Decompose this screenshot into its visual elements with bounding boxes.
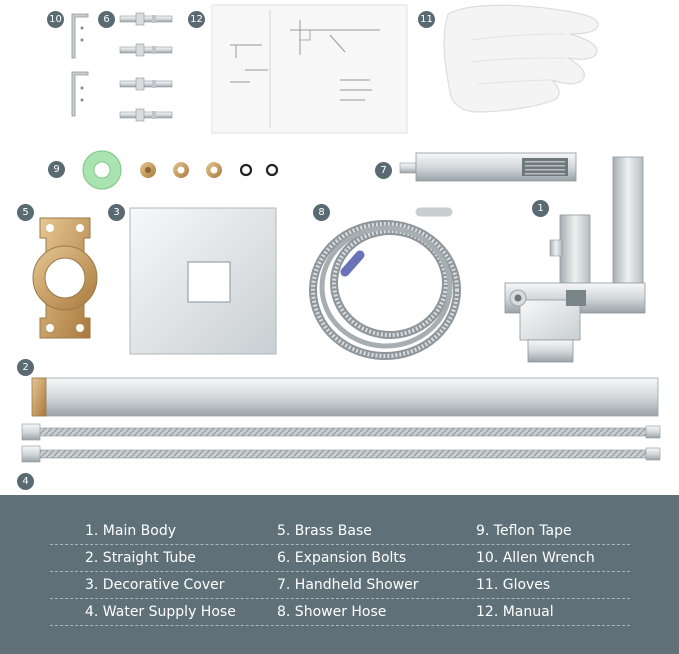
badge-5: 5	[17, 204, 34, 221]
legend-divider	[50, 598, 630, 599]
water-supply-hoses	[21, 423, 661, 463]
legend-item-brass-base: 5. Brass Base	[277, 523, 372, 539]
badge-12: 12	[188, 11, 205, 28]
badge-2: 2	[17, 359, 34, 376]
allen-wrench	[71, 13, 89, 117]
legend-divider	[50, 544, 630, 545]
handheld-shower	[399, 152, 577, 182]
legend-divider	[50, 625, 630, 626]
legend-item-shower-hose: 8. Shower Hose	[277, 604, 387, 620]
shower-hose	[309, 207, 461, 360]
brass-base	[32, 217, 98, 339]
main-body	[504, 156, 646, 363]
badge-8: 8	[313, 204, 330, 221]
badge-3: 3	[108, 204, 125, 221]
parts-legend: 1. Main Body 5. Brass Base 9. Teflon Tap…	[0, 495, 679, 654]
legend-item-allen-wrench: 10. Allen Wrench	[476, 550, 595, 566]
legend-item-expansion-bolts: 6. Expansion Bolts	[277, 550, 407, 566]
legend-item-teflon-tape: 9. Teflon Tape	[476, 523, 572, 539]
badge-6: 6	[98, 11, 115, 28]
badge-4: 4	[17, 473, 34, 490]
legend-item-water-supply-hose: 4. Water Supply Hose	[85, 604, 236, 620]
decorative-cover	[129, 207, 277, 355]
legend-item-decorative-cover: 3. Decorative Cover	[85, 577, 225, 593]
badge-9: 9	[48, 161, 65, 178]
legend-divider	[50, 571, 630, 572]
badge-10: 10	[47, 11, 64, 28]
gloves	[443, 4, 599, 113]
badge-11: 11	[418, 11, 435, 28]
manual	[211, 4, 408, 134]
legend-item-main-body: 1. Main Body	[85, 523, 177, 539]
legend-item-manual: 12. Manual	[476, 604, 554, 620]
badge-1: 1	[532, 200, 549, 217]
legend-item-gloves: 11. Gloves	[476, 577, 551, 593]
straight-tube	[31, 377, 659, 417]
legend-item-straight-tube: 2. Straight Tube	[85, 550, 196, 566]
teflon-tape-and-fittings	[82, 150, 279, 190]
badge-7: 7	[375, 162, 392, 179]
expansion-bolts	[119, 12, 173, 122]
legend-item-handheld-shower: 7. Handheld Shower	[277, 577, 419, 593]
